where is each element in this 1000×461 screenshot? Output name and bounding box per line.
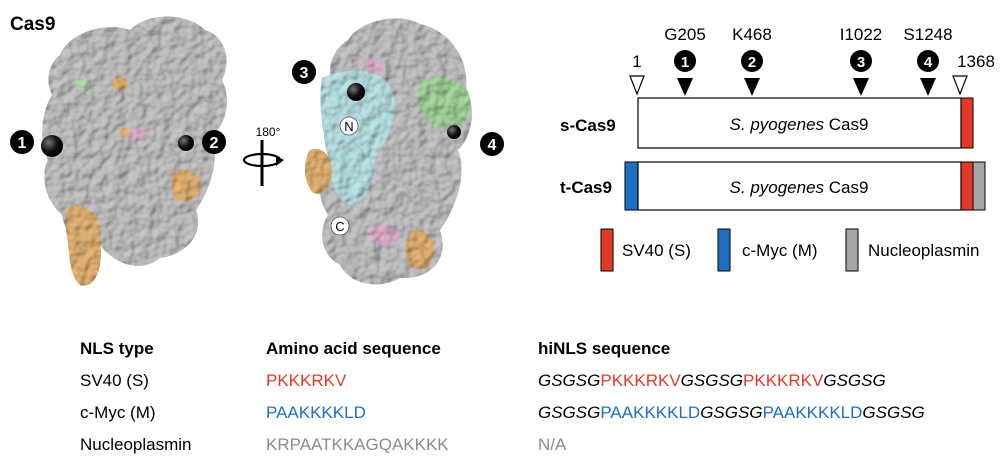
- nls-type-cell: SV40 (S): [80, 371, 149, 390]
- linker-segment: GSGSG: [700, 403, 763, 422]
- badge-3: 3: [850, 50, 872, 72]
- pos-label-1368: 1368: [957, 52, 995, 71]
- legend-swatch-sv40: [600, 228, 614, 272]
- svg-text:1: 1: [681, 54, 689, 71]
- arrow-icon-g205: [677, 78, 693, 96]
- nls-segment: PAAKKKKLD: [600, 403, 701, 422]
- site-4-ball: [447, 125, 461, 139]
- legend-swatch-nucleoplasmin: [845, 228, 859, 272]
- legend: SV40 (S) c-Myc (M) Nucleoplasmin: [600, 228, 980, 272]
- hinls-sequence-cell: GSGSGPAAKKKKLDGSGSGPAAKKKKLDGSGSG: [538, 397, 925, 429]
- structure-panel: 1 2 180° 3 4 N C: [10, 16, 504, 286]
- rotation-arrow-icon: [242, 140, 284, 186]
- nls-segment: PKKKRKV: [743, 371, 824, 390]
- pos-label-g205: G205: [664, 25, 706, 44]
- nls-type-cell: Nucleoplasmin: [80, 435, 192, 454]
- legend-swatch-cmyc: [717, 228, 731, 272]
- aa-sequence-cell: PAAKKKKLD: [266, 403, 366, 422]
- s-cas9-body-label: S. pyogenes Cas9: [730, 115, 869, 134]
- legend-label-nucleoplasmin: Nucleoplasmin: [868, 241, 980, 260]
- t-cas9-sv40-tag: [960, 161, 974, 211]
- open-arrow-icon-1: [629, 75, 645, 96]
- site-2-ball: [178, 135, 194, 151]
- nls-segment: PAAKKKKLD: [762, 403, 863, 422]
- table-row: c-Myc (M) PAAKKKKLD GSGSGPAAKKKKLDGSGSGP…: [80, 397, 925, 429]
- terminus-c: C: [330, 216, 350, 236]
- header-hinls-sequence: hiNLS sequence: [538, 339, 671, 358]
- marker-3-label: 3: [300, 65, 309, 82]
- header-nls-type: NLS type: [80, 339, 154, 358]
- marker-1: 1: [10, 130, 34, 154]
- svg-text:2: 2: [748, 54, 756, 71]
- badge-1: 1: [674, 50, 696, 72]
- t-cas9-body: [637, 161, 962, 211]
- nls-table: NLS type Amino acid sequence hiNLS seque…: [80, 333, 925, 461]
- legend-label-cmyc: c-Myc (M): [742, 241, 818, 260]
- site-3-ball: [347, 83, 365, 101]
- s-cas9-sv40-tag: [960, 97, 974, 149]
- t-cas9-body-label: S. pyogenes Cas9: [730, 178, 869, 197]
- cas9-structure-rotated: [304, 18, 472, 285]
- pos-label-i1022: I1022: [840, 25, 883, 44]
- figure-title: Cas9: [10, 14, 56, 35]
- svg-text:3: 3: [857, 54, 865, 71]
- legend-label-sv40: SV40 (S): [622, 241, 691, 260]
- linker-segment: GSGSG: [680, 371, 744, 390]
- arrow-icon-i1022: [853, 78, 869, 96]
- arrow-icon-k468: [744, 78, 760, 96]
- marker-3: 3: [292, 60, 316, 84]
- pos-label-s1248: S1248: [903, 25, 952, 44]
- marker-2: 2: [202, 130, 226, 154]
- construct-name-s-cas9: s-Cas9: [560, 116, 616, 135]
- pos-label-k468: K468: [732, 25, 772, 44]
- open-arrow-icon-1368: [952, 75, 968, 96]
- table-row: Nucleoplasmin KRPAATKKAGQAKKKK N/A: [80, 429, 925, 461]
- terminus-n: N: [339, 116, 359, 136]
- aa-sequence-cell: PKKKRKV: [266, 371, 347, 390]
- construct-name-t-cas9: t-Cas9: [560, 178, 612, 197]
- marker-4: 4: [480, 132, 504, 156]
- arrow-icon-s1248: [920, 78, 936, 96]
- hinls-sequence-cell: N/A: [538, 429, 925, 461]
- hinls-sequence-cell: GSGSGPKKKRKVGSGSGPKKKRKVGSGSG: [538, 365, 925, 397]
- nls-type-cell: c-Myc (M): [80, 403, 156, 422]
- linker-segment: GSGSG: [823, 371, 886, 390]
- svg-text:C: C: [335, 219, 344, 234]
- construct-schematic: 1 G205 K468 I1022 S1248 1368 1 2 3 4 s-C…: [560, 25, 995, 272]
- t-cas9-nucleoplasmin-tag: [972, 161, 986, 211]
- linker-segment: GSGSG: [538, 403, 601, 422]
- linker-segment: GSGSG: [538, 371, 601, 390]
- pos-label-1: 1: [632, 52, 641, 71]
- svg-text:N: N: [344, 119, 353, 134]
- table-row: SV40 (S) PKKKRKV GSGSGPKKKRKVGSGSGPKKKRK…: [80, 365, 925, 397]
- marker-4-label: 4: [488, 137, 497, 154]
- nls-segment: PKKKRKV: [600, 371, 681, 390]
- t-cas9-cmyc-tag: [624, 161, 639, 211]
- aa-sequence-cell: KRPAATKKAGQAKKKK: [266, 435, 449, 454]
- marker-2-label: 2: [210, 135, 219, 152]
- badge-4: 4: [917, 50, 939, 72]
- svg-text:4: 4: [924, 54, 933, 71]
- nls-table-header: NLS type Amino acid sequence hiNLS seque…: [80, 333, 925, 365]
- linker-segment: GSGSG: [862, 403, 925, 422]
- badge-2: 2: [741, 50, 763, 72]
- na-segment: N/A: [538, 435, 567, 454]
- site-1-ball: [41, 135, 63, 157]
- header-amino-acid-sequence: Amino acid sequence: [266, 339, 441, 358]
- rotation-label: 180°: [256, 125, 281, 139]
- cas9-structure-front: [42, 16, 227, 286]
- marker-1-label: 1: [18, 135, 27, 152]
- s-cas9-body: [637, 97, 962, 149]
